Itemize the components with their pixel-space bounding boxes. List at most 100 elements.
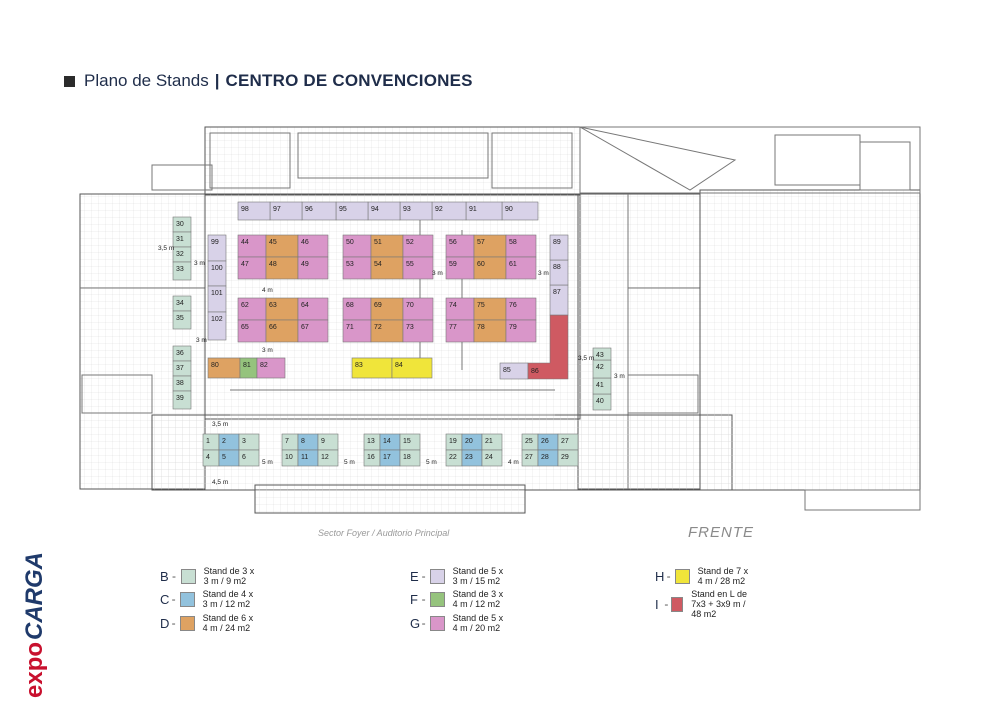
stand-33: 33 [172, 261, 192, 281]
stand-number: 38 [176, 380, 184, 387]
stand-shape [402, 319, 434, 343]
stand-number: 23 [465, 454, 473, 461]
legend-swatch [671, 596, 684, 612]
stand-shape [172, 261, 192, 281]
dimension-label: 3 m [538, 270, 549, 277]
stand-number: 40 [596, 398, 604, 405]
stand-number: 69 [374, 302, 382, 309]
stand-number: 7 [285, 438, 289, 445]
stand-37: 37 [172, 360, 192, 377]
stand-number: 3 [242, 438, 246, 445]
stand-2: 2 [218, 433, 240, 451]
stand-number: 53 [346, 261, 354, 268]
stand-number: 27 [561, 438, 569, 445]
stand-number: 21 [485, 438, 493, 445]
legend-letter: G [410, 615, 421, 631]
stand-32: 32 [172, 246, 192, 263]
stand-13: 13 [363, 433, 381, 451]
stand-shape [297, 256, 329, 280]
stand-25: 25 [521, 433, 539, 451]
stand-number: 68 [346, 302, 354, 309]
stand-shape [592, 347, 612, 361]
stand-shape [207, 311, 227, 341]
legend-swatch [430, 615, 445, 631]
stand-48: 48 [265, 256, 299, 280]
stand-85: 85 [499, 362, 529, 380]
legend-item-c: C-Stand de 4 x 3 m / 12 m2 [160, 589, 256, 609]
stand-29: 29 [557, 449, 579, 467]
stand-75: 75 [473, 297, 507, 321]
stand-number: 25 [525, 438, 533, 445]
stand-44: 44 [237, 234, 267, 258]
stand-4: 4 [202, 449, 220, 467]
stand-number: 90 [505, 206, 513, 213]
stand-number: 11 [301, 454, 308, 461]
stand-19: 19 [445, 433, 463, 451]
legend-swatch [430, 591, 445, 607]
dimension-label: 3 m [432, 270, 443, 277]
stand-number: 102 [211, 316, 223, 323]
dimension-label: 5 m [262, 459, 273, 466]
stand-shape [172, 390, 192, 410]
stand-9: 9 [317, 433, 339, 451]
stand-number: 96 [305, 206, 313, 213]
stand-number: 55 [406, 261, 414, 268]
stand-number: 24 [485, 454, 493, 461]
stand-number: 5 [222, 454, 226, 461]
dimension-label: 3,5 m [158, 245, 174, 252]
stand-number: 31 [176, 236, 184, 243]
logo-text-carga: CARGA [21, 552, 48, 640]
stand-83: 83 [351, 357, 393, 379]
stand-94: 94 [367, 201, 401, 221]
legend-text: Stand en L de 7x3 + 3x9 m / 48 m2 [691, 589, 747, 619]
stand-number: 99 [211, 239, 219, 246]
stand-number: 92 [435, 206, 443, 213]
legend-swatch [180, 615, 195, 631]
stand-31: 31 [172, 231, 192, 248]
stand-5: 5 [218, 449, 240, 467]
stand-55: 55 [402, 256, 434, 280]
stand-number: 57 [477, 239, 485, 246]
legend-text: Stand de 5 x 3 m / 15 m2 [452, 566, 504, 586]
stand-97: 97 [269, 201, 303, 221]
stand-shape [256, 357, 286, 379]
stand-36: 36 [172, 345, 192, 362]
stand-number: 74 [449, 302, 457, 309]
stand-number: 45 [269, 239, 277, 246]
stand-96: 96 [301, 201, 337, 221]
dimension-label: 5 m [426, 459, 437, 466]
stand-3: 3 [238, 433, 260, 451]
stand-38: 38 [172, 375, 192, 392]
legend-letter: H [655, 568, 665, 584]
stand-number: 12 [321, 454, 329, 461]
legend-item-i: I-Stand en L de 7x3 + 3x9 m / 48 m2 [655, 589, 751, 619]
stand-shape [481, 449, 503, 467]
stand-number: 72 [374, 324, 382, 331]
stand-number: 81 [243, 362, 251, 369]
stand-shape [549, 234, 569, 261]
stand-73: 73 [402, 319, 434, 343]
legend-dash: - [666, 569, 671, 583]
title-separator: | [214, 71, 220, 90]
stand-number: 98 [241, 206, 249, 213]
stand-number: 44 [241, 239, 249, 246]
dimension-label: 4,5 m [212, 479, 228, 486]
stand-shape [238, 449, 260, 467]
stand-shape [297, 319, 329, 343]
stand-6: 6 [238, 449, 260, 467]
stand-number: 58 [509, 239, 517, 246]
stand-74: 74 [445, 297, 475, 321]
stand-number: 29 [561, 454, 569, 461]
stand-number: 1 [206, 438, 210, 445]
stand-89: 89 [549, 234, 569, 261]
stand-number: 63 [269, 302, 277, 309]
dimension-label: 3 m [194, 260, 205, 267]
stand-number: 15 [403, 438, 411, 445]
stand-number: 2 [222, 438, 226, 445]
stand-1: 1 [202, 433, 220, 451]
stand-41: 41 [592, 377, 612, 395]
stand-98: 98 [237, 201, 271, 221]
legend-swatch [180, 591, 195, 607]
